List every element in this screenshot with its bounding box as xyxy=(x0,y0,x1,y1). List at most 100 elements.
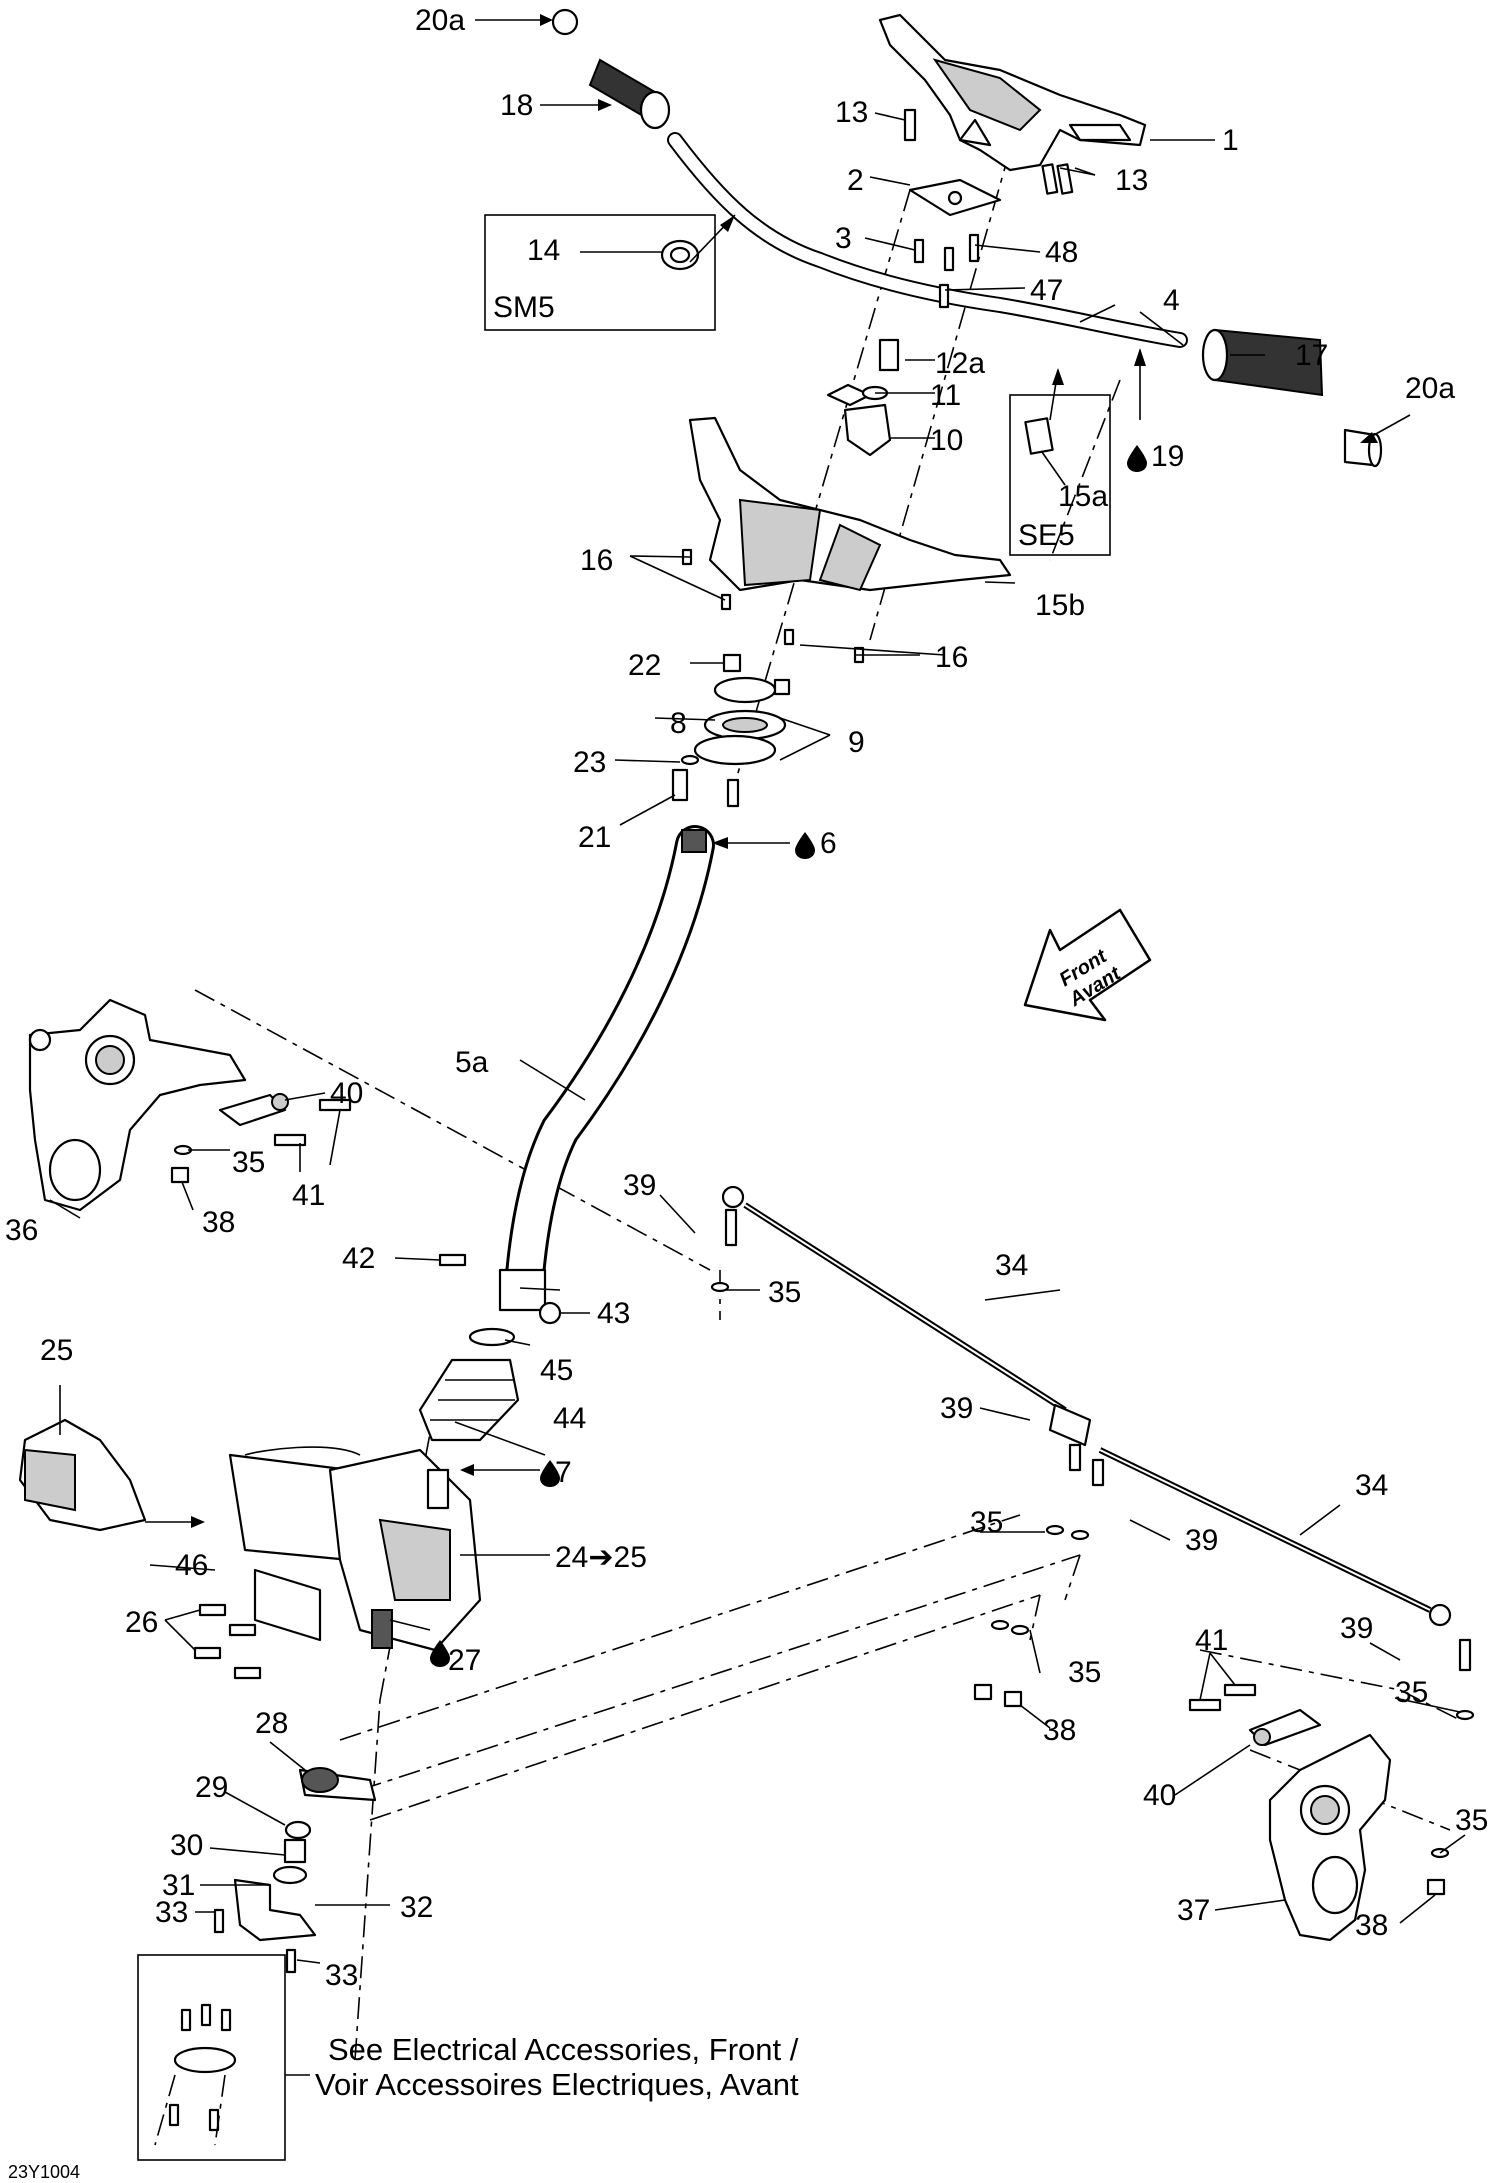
callout-33-left: 33 xyxy=(155,1896,188,1929)
callout-35-center: 35 xyxy=(768,1276,801,1309)
callout-2: 2 xyxy=(847,164,864,197)
assembly-axes xyxy=(194,149,1461,2061)
callout-32: 32 xyxy=(400,1891,433,1924)
callout-12a: 12a xyxy=(935,347,985,380)
knuckle-right xyxy=(1268,1733,1392,1942)
leader-lines xyxy=(49,14,1466,1964)
see-note-inset: See Electrical Accessories, Front / Voir… xyxy=(137,1954,799,2161)
callout-4: 4 xyxy=(1163,284,1180,317)
callout-39-right: 39 xyxy=(1340,1612,1373,1645)
callout-6: 6 xyxy=(820,827,837,860)
callout-41-right: 41 xyxy=(1195,1624,1228,1657)
variant-label-se5: SE5 xyxy=(1018,519,1075,552)
callout-15a: 14 xyxy=(527,234,560,267)
callout-36: 36 xyxy=(5,1214,38,1247)
variant-box-se5: SE5 15a xyxy=(1009,348,1146,556)
callout-41-left: 41 xyxy=(292,1179,325,1212)
callout-8: 8 xyxy=(670,707,687,740)
callout-29: 29 xyxy=(195,1771,228,1804)
callout-46: 46 xyxy=(175,1549,208,1582)
link-left xyxy=(218,1093,352,1147)
callout-22: 22 xyxy=(628,649,661,682)
callout-35-right: 35 xyxy=(1395,1676,1428,1709)
callout-44: 44 xyxy=(553,1402,586,1435)
callout-43: 43 xyxy=(597,1297,630,1330)
steering-column xyxy=(498,825,715,1312)
callout-3: 3 xyxy=(835,222,852,255)
callout-9: 9 xyxy=(848,726,865,759)
steering-cover xyxy=(688,416,1012,592)
callout-1: 1 xyxy=(1222,124,1239,157)
callout-39-lower: 39 xyxy=(1185,1524,1218,1557)
callout-38-right: 38 xyxy=(1355,1909,1388,1942)
callout-18: 18 xyxy=(500,89,533,122)
callout-37: 37 xyxy=(1177,1894,1210,1927)
pitman-arm xyxy=(213,1767,377,1974)
clamp-bolts xyxy=(903,108,1074,309)
callout-39-mid: 39 xyxy=(940,1392,973,1425)
grip-left xyxy=(551,8,671,130)
link-right xyxy=(1188,1683,1322,1747)
mount-bracket xyxy=(193,1568,322,1680)
callout-45: 45 xyxy=(540,1354,573,1387)
callout-labels: 1 2 3 4 5a 6 7 8 9 10 11 12a 13 13 15b 1… xyxy=(5,4,1488,1992)
callout-34-upper: 34 xyxy=(995,1249,1028,1282)
callout-35-mid: 35 xyxy=(970,1506,1003,1539)
washers-nuts xyxy=(170,1144,1475,1896)
callout-25: 25 xyxy=(40,1334,73,1367)
knuckle-left xyxy=(28,998,247,1212)
drawing-code: 23Y1004 xyxy=(8,2162,80,2182)
column-boot xyxy=(418,1358,520,1442)
callout-47: 47 xyxy=(1030,274,1063,307)
callout-21: 21 xyxy=(578,821,611,854)
see-note-line2: Voir Accessoires Electriques, Avant xyxy=(315,2067,799,2102)
power-steering-unit xyxy=(228,1446,482,1652)
riser-clamp xyxy=(826,338,900,457)
callout-20a-right: 20a xyxy=(1405,372,1455,405)
callout-11: 11 xyxy=(930,379,961,412)
variant-box-sm5: SM5 14 xyxy=(484,214,736,331)
callout-19: 19 xyxy=(1151,440,1184,473)
skid-guard xyxy=(18,1418,147,1532)
callout-13-top: 13 xyxy=(835,96,868,129)
column-fasteners xyxy=(438,1253,562,1347)
callout-28: 28 xyxy=(255,1707,288,1740)
clamp-plate xyxy=(908,178,1002,217)
callout-35-far-right: 35 xyxy=(1455,1804,1488,1837)
callout-31: 31 xyxy=(162,1869,195,1902)
callout-33-bottom: 33 xyxy=(325,1959,358,1992)
callout-15b: 15a xyxy=(1058,480,1108,513)
callout-38-mid: 38 xyxy=(1043,1714,1076,1747)
callout-42: 42 xyxy=(342,1242,375,1275)
callout-40-left: 40 xyxy=(330,1077,363,1110)
variant-label-sm5: SM5 xyxy=(493,291,555,324)
handlebar-pad xyxy=(878,13,1147,172)
handlebar-tube xyxy=(667,132,1188,348)
callout-30: 30 xyxy=(170,1829,203,1862)
callout-16-left: 16 xyxy=(580,544,613,577)
callout-5a: 5a xyxy=(455,1046,489,1079)
callout-48: 48 xyxy=(1045,236,1078,269)
callout-17: 17 xyxy=(1295,339,1328,372)
callout-16-right: 16 xyxy=(935,641,968,674)
callout-13-right: 13 xyxy=(1115,164,1148,197)
callout-38-left: 38 xyxy=(202,1206,235,1239)
grip-right xyxy=(1201,328,1383,468)
callout-35-lower: 35 xyxy=(1068,1656,1101,1689)
see-note-line1: See Electrical Accessories, Front / xyxy=(328,2032,799,2067)
callout-23: 23 xyxy=(573,746,606,779)
front-direction-arrow: Front Avant xyxy=(1023,908,1152,1022)
tie-rod xyxy=(721,1185,1472,1672)
callout-40-right: 40 xyxy=(1143,1779,1176,1812)
callout-34-lower: 34 xyxy=(1355,1469,1388,1502)
lubricant-symbols xyxy=(430,445,1147,1667)
callout-10: 10 xyxy=(930,424,963,457)
callout-26: 26 xyxy=(125,1606,158,1639)
callout-39-upper: 39 xyxy=(623,1169,656,1202)
callout-7: 7 xyxy=(555,1456,572,1489)
callout-20a-top: 20a xyxy=(415,4,465,37)
callout-24: 24➔25 xyxy=(555,1541,647,1574)
callout-14: 15b xyxy=(1035,589,1085,622)
callout-35-left: 35 xyxy=(232,1146,265,1179)
